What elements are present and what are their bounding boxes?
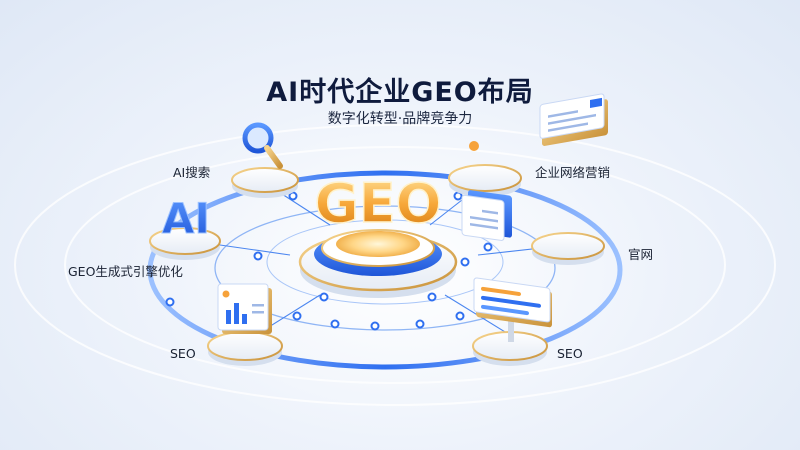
ai-letters-icon: AI bbox=[161, 194, 210, 244]
document-chart-icon bbox=[461, 141, 512, 241]
page-title: AI时代企业GEO布局 bbox=[266, 77, 534, 108]
middle-ring bbox=[214, 205, 556, 331]
label-ai-search: AI搜索 bbox=[173, 165, 211, 180]
label-enterprise-marketing: 企业网络营销 bbox=[535, 165, 611, 180]
node-geo-optimization[interactable]: AI bbox=[149, 194, 221, 260]
label-official-site: 官网 bbox=[628, 247, 654, 262]
page-subtitle: 数字化转型·品牌竞争力 bbox=[327, 111, 473, 127]
magnifier-icon bbox=[242, 122, 283, 169]
label-geo-optimization: GEO生成式引擎优化 bbox=[68, 264, 183, 279]
node-seo-right[interactable] bbox=[472, 277, 552, 366]
node-enterprise-marketing[interactable] bbox=[448, 141, 522, 241]
browser-window-icon bbox=[539, 93, 608, 146]
label-seo-right: SEO bbox=[557, 346, 583, 361]
background-rings bbox=[14, 124, 776, 406]
node-seo-left[interactable] bbox=[207, 283, 283, 366]
ranking-bars-icon bbox=[473, 277, 552, 342]
outer-ring bbox=[147, 170, 623, 370]
label-seo-left: SEO bbox=[170, 346, 196, 361]
svg-text:AI: AI bbox=[162, 194, 210, 243]
node-ai-search[interactable] bbox=[231, 122, 299, 198]
geo-hub: GEO bbox=[298, 171, 458, 298]
analytics-dashboard-icon bbox=[217, 283, 272, 334]
node-official-site[interactable] bbox=[531, 93, 608, 265]
inner-ring bbox=[266, 219, 504, 305]
geo-hub-label: GEO bbox=[314, 172, 441, 235]
